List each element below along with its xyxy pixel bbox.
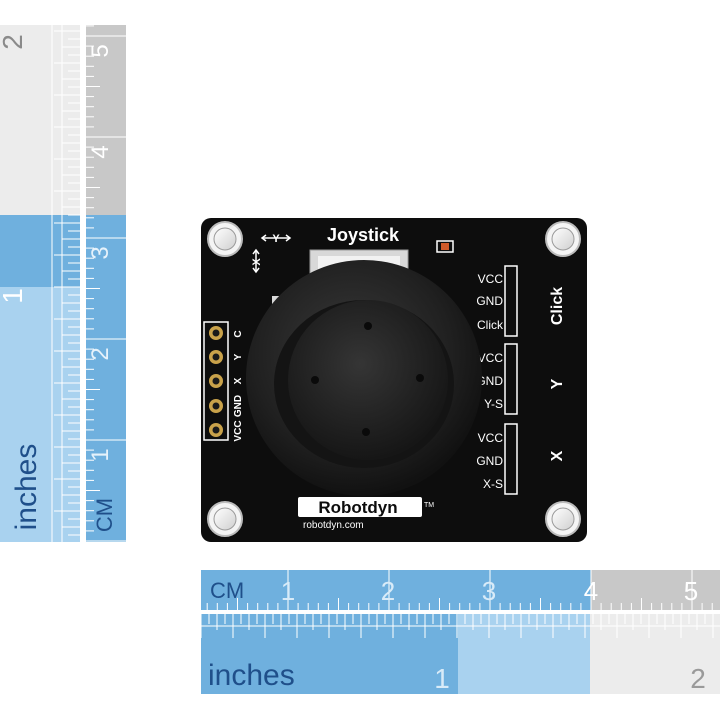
header-pad-hole [212,353,220,361]
header-pad-hole [212,426,220,434]
horizontal-cm-label-4: 4 [584,576,598,606]
board-title: Joystick [327,225,400,245]
brand-website: robotdyn.com [303,520,364,531]
horizontal-inch-ruler: inches 1 2 [200,614,720,694]
brand-logo: Robotdyn TM [298,497,434,517]
left-header [203,321,229,441]
right-pin-label-vcc-6: VCC [478,431,504,445]
header-pad-hole [212,329,220,337]
vertical-cm-label-2: 2 [87,347,114,360]
axis-x-label: X [251,258,263,266]
vertical-cm-ruler: 1 2 3 4 5 CM [86,25,126,542]
cap-dots [311,322,424,436]
vertical-inch-label-1: 1 [0,288,28,304]
vertical-cm-label-4: 4 [87,145,114,158]
horizontal-inch-label-2: 2 [690,663,706,694]
header-pad-hole [212,377,220,385]
header-pad-hole [212,402,220,410]
left-pin-label-x: X [233,377,244,384]
joystick-module: Joystick Y X C Y X GND VCC VCCGNDClickVC… [201,218,587,542]
vertical-inch-unit: inches [10,444,43,531]
right-pin-label-gnd-1: GND [476,294,503,308]
left-pin-label-y: Y [233,353,244,360]
left-pin-label-vcc: VCC [233,420,244,441]
right-pin-label-click-2: Click [477,318,504,332]
vertical-cm-label-5: 5 [87,44,114,57]
brand-trademark: TM [424,502,434,509]
horizontal-cm-label-5: 5 [684,576,698,606]
right-header-outline [504,265,518,495]
right-pin-label-gnd-7: GND [476,454,503,468]
horizontal-inch-label-1: 1 [434,663,450,694]
group-label-y: Y [549,378,566,389]
axis-y-label: Y [272,233,280,245]
right-pin-label-vcc-0: VCC [478,272,504,286]
vertical-cm-unit: CM [92,498,117,532]
vertical-inch-label-2: 2 [0,34,28,50]
group-label-click: Click [549,287,566,325]
right-pin-label-y-s-5: Y-S [484,397,503,411]
vertical-cm-label-1: 1 [87,448,114,461]
axis-arrows-icon [252,234,292,274]
right-pin-label-x-s-8: X-S [483,477,503,491]
led-icon [436,240,454,253]
horizontal-cm-label-3: 3 [482,576,496,606]
joystick-cap[interactable] [246,260,482,496]
horizontal-cm-ruler: CM 1 2 3 4 5 [186,570,720,610]
horizontal-cm-label-2: 2 [381,576,395,606]
horizontal-inch-unit: inches [208,659,295,692]
horizontal-cm-label-1: 1 [281,576,295,606]
left-pin-label-c: C [233,330,244,337]
vertical-cm-label-3: 3 [87,246,114,259]
mounting-holes [207,221,581,537]
vertical-inch-ruler: 1 2 inches [0,25,80,542]
horizontal-cm-unit: CM [210,578,244,603]
right-pin-label-vcc-3: VCC [478,351,504,365]
brand-name: Robotdyn [318,498,397,517]
left-pin-label-gnd: GND [233,395,244,417]
group-label-x: X [549,450,566,461]
right-pin-label-gnd-4: GND [476,374,503,388]
